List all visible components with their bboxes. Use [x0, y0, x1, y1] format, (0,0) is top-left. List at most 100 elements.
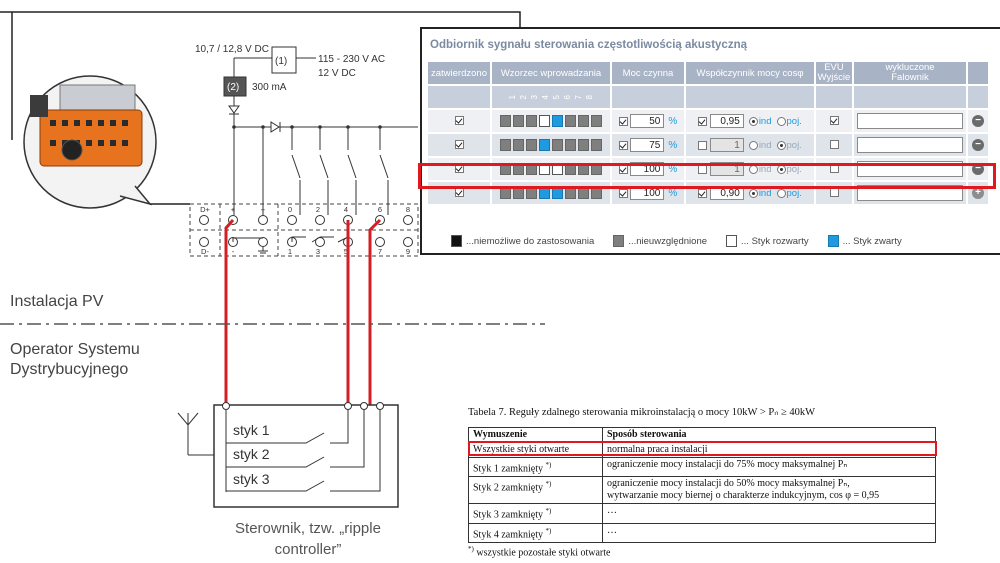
pattern-number: 8: [585, 95, 594, 100]
excluded-inverter-input[interactable]: [857, 185, 963, 201]
pattern-cell[interactable]: [552, 115, 563, 127]
pattern-cell[interactable]: [578, 115, 589, 127]
pattern-number: 7: [574, 95, 583, 100]
power-input[interactable]: 50: [630, 114, 665, 128]
pattern-cell[interactable]: [539, 115, 550, 127]
approved-checkbox[interactable]: [454, 116, 464, 126]
terminal-label: 4: [344, 205, 348, 214]
col-cos: Współczynnik mocy cosφ: [686, 62, 814, 84]
poj-radio[interactable]: [776, 188, 786, 198]
ind-label: ind: [758, 187, 772, 199]
power-input[interactable]: 75: [630, 138, 665, 152]
fuse-box: [223, 76, 247, 97]
pattern-cell[interactable]: [539, 139, 550, 151]
ind-radio[interactable]: [748, 188, 758, 198]
zone-dso-label-2: Dystrybucyjnego: [10, 361, 128, 378]
contact-label: styk 3: [233, 471, 270, 487]
terminal-label: 5: [344, 247, 348, 256]
ripple-rules-table: zatwierdzono Wzorzec wprowadzania Moc cz…: [426, 60, 990, 206]
power-input[interactable]: 100: [630, 186, 665, 200]
ind-label: ind: [758, 163, 772, 175]
dc-voltage-label: 12 V DC: [318, 68, 356, 79]
pattern-number: 2: [519, 95, 528, 100]
ac-voltage-label: 115 - 230 V AC: [318, 54, 385, 65]
pattern-cell[interactable]: [513, 115, 524, 127]
evu-checkbox[interactable]: [829, 140, 839, 150]
zone-dso-label-1: Operator Systemu: [10, 341, 140, 358]
terminal-label: -: [232, 247, 235, 256]
remove-row-button[interactable]: −: [972, 115, 984, 127]
cos-input[interactable]: 1: [709, 138, 744, 152]
ind-radio[interactable]: [748, 116, 758, 126]
pattern-cell[interactable]: [513, 139, 524, 151]
cos-checkbox[interactable]: [698, 116, 708, 126]
terminal-label: 3: [316, 247, 320, 256]
pattern-cell[interactable]: [552, 139, 563, 151]
control-rules-table: Wymuszenie Sposób sterowania Wszystkie s…: [468, 427, 936, 543]
legend-swatch: [613, 235, 625, 247]
col-approved: zatwierdzono: [428, 62, 490, 84]
terminal-label: 1: [288, 247, 292, 256]
pattern-cell[interactable]: [565, 115, 576, 127]
table-7-caption: Tabela 7. Reguły zdalnego sterowania mik…: [468, 407, 816, 418]
remove-row-button[interactable]: −: [972, 163, 984, 175]
legend-item: ...niemożliwe do zastosowania: [450, 235, 594, 247]
pattern-number: 3: [530, 95, 539, 100]
excluded-inverter-input[interactable]: [857, 113, 963, 129]
table-row: Styk 2 zamknięty *)ograniczenie mocy ins…: [468, 476, 936, 505]
pattern-cell[interactable]: [578, 139, 589, 151]
poj-label: poj.: [786, 139, 802, 151]
add-row-button[interactable]: +: [972, 187, 984, 199]
pattern-cell[interactable]: [500, 139, 511, 151]
terminal-label: D-: [201, 247, 209, 256]
trigger-cell: Styk 3 zamknięty *): [468, 503, 603, 524]
pattern-number: 5: [552, 95, 561, 100]
terminal-label: 6: [378, 205, 382, 214]
remove-row-button[interactable]: −: [972, 139, 984, 151]
pattern-cell[interactable]: [500, 115, 511, 127]
device-frame: [0, 11, 521, 27]
highlight-frame: [418, 163, 996, 189]
legend-item: ... Styk rozwarty: [725, 235, 809, 247]
legend-swatch: [726, 235, 738, 247]
cos-input[interactable]: 0,95: [709, 114, 744, 128]
marker-2: (2): [227, 82, 239, 93]
terminal-label: 9: [406, 247, 410, 256]
poj-radio[interactable]: [776, 140, 786, 150]
col-power: Moc czynna: [612, 62, 684, 84]
table-7: Tabela 7. Reguły zdalnego sterowania mik…: [468, 406, 938, 558]
excluded-inverter-input[interactable]: [857, 137, 963, 153]
pattern-cell[interactable]: [526, 139, 537, 151]
power-checkbox[interactable]: [618, 140, 628, 150]
control-cell: …: [602, 522, 936, 543]
legend-item: ... Styk zwarty: [827, 235, 902, 247]
cos-checkbox[interactable]: [698, 140, 708, 150]
table-row: Styk 4 zamknięty *)…: [468, 522, 936, 543]
pattern-cell[interactable]: [591, 115, 602, 127]
ind-radio[interactable]: [748, 140, 758, 150]
approved-checkbox[interactable]: [454, 140, 464, 150]
table-row: Styk 1 zamknięty *)ograniczenie mocy ins…: [468, 456, 936, 478]
pattern-cell[interactable]: [591, 139, 602, 151]
percent-unit: %: [668, 187, 678, 199]
pattern-cell[interactable]: [526, 115, 537, 127]
pattern-cells: [492, 134, 610, 156]
current-label: 300 mA: [252, 82, 287, 93]
ripple-receiver-panel: Odbiornik sygnału sterowania częstotliwo…: [420, 27, 1000, 255]
evu-checkbox[interactable]: [829, 116, 839, 126]
percent-unit: %: [668, 163, 678, 175]
cos-checkbox[interactable]: [698, 188, 708, 198]
terminal-label: D+: [200, 205, 210, 214]
poj-radio[interactable]: [776, 116, 786, 126]
terminal-label: 8: [406, 205, 410, 214]
legend-swatch: [827, 235, 839, 247]
evu-checkbox[interactable]: [829, 188, 839, 198]
power-checkbox[interactable]: [618, 116, 628, 126]
trigger-cell: Styk 4 zamknięty *): [468, 522, 603, 543]
power-checkbox[interactable]: [618, 188, 628, 198]
pattern-cell[interactable]: [565, 139, 576, 151]
signal-wires: [224, 218, 382, 405]
approved-checkbox[interactable]: [454, 188, 464, 198]
